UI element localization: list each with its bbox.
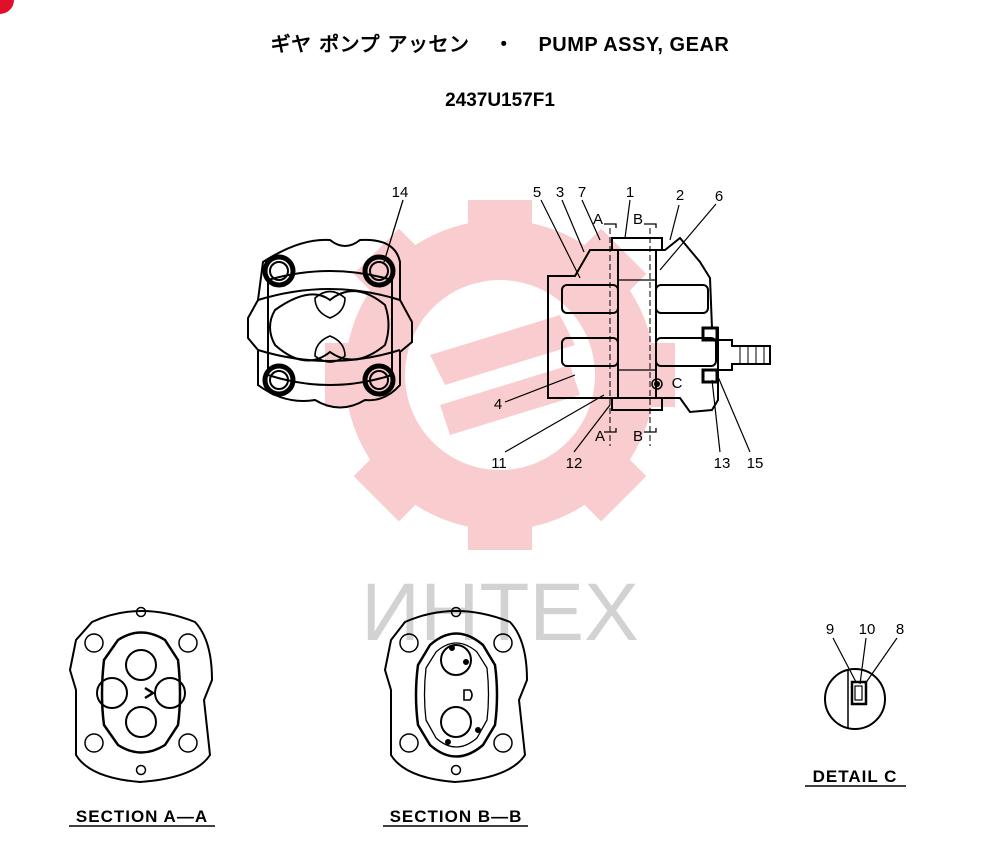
title-separator: ・ bbox=[493, 34, 515, 56]
callout-10: 10 bbox=[859, 621, 876, 638]
watermark-text: ИНТЕХ bbox=[361, 567, 639, 658]
callout-12: 12 bbox=[566, 455, 583, 472]
pump-front-view bbox=[247, 199, 413, 409]
caption-section-aa: SECTION A—A bbox=[76, 807, 208, 826]
section-a-mark-top: A bbox=[593, 211, 603, 228]
detail-c-marker: C bbox=[672, 375, 683, 392]
callout-1: 1 bbox=[626, 184, 634, 201]
callout-14: 14 bbox=[392, 184, 409, 201]
watermark-gear-logo bbox=[325, 200, 675, 550]
callout-5: 5 bbox=[533, 184, 541, 201]
page-title: ギヤ ポンプ アッセン ・ PUMP ASSY, GEAR bbox=[0, 28, 1000, 57]
pump-side-view bbox=[547, 223, 771, 446]
callout-6: 6 bbox=[715, 188, 723, 205]
callout-9: 9 bbox=[826, 621, 834, 638]
callout-7: 7 bbox=[578, 184, 586, 201]
title-japanese: ギヤ ポンプ アッセン bbox=[270, 32, 470, 56]
part-number: 2437U157F1 bbox=[445, 90, 555, 111]
section-b-mark-bottom: B bbox=[633, 428, 643, 445]
side-view-leader-lines bbox=[504, 199, 751, 453]
title-english: PUMP ASSY, GEAR bbox=[538, 34, 730, 56]
callout-2: 2 bbox=[676, 187, 684, 204]
detail-c-view bbox=[824, 637, 898, 730]
callout-13: 13 bbox=[714, 455, 731, 472]
callout-11: 11 bbox=[491, 455, 507, 472]
callout-15: 15 bbox=[747, 455, 764, 472]
caption-detail-c: DETAIL C bbox=[813, 767, 898, 786]
caption-section-bb: SECTION B—B bbox=[390, 807, 523, 826]
callout-4: 4 bbox=[494, 396, 502, 413]
section-b-mark-top: B bbox=[633, 211, 643, 228]
section-bb-view bbox=[383, 606, 529, 784]
callout-3: 3 bbox=[556, 184, 564, 201]
section-a-mark-bottom: A bbox=[595, 428, 605, 445]
section-aa-view bbox=[68, 606, 214, 784]
callout-8: 8 bbox=[896, 621, 904, 638]
